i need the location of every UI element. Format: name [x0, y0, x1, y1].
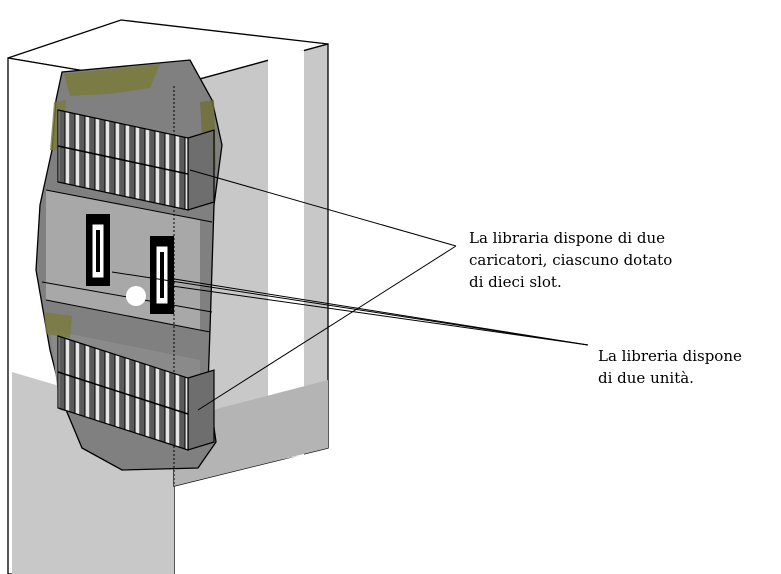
magazine-bottom-divider [57, 371, 189, 415]
light-spot [126, 286, 146, 306]
leader-drives-3 [171, 285, 589, 346]
cabinet-right-lower [174, 380, 328, 486]
olive-tint-top [64, 64, 160, 96]
leader-drives-2 [167, 277, 589, 346]
callout-drives: La libreria dispone di due unità. [598, 347, 742, 387]
callout-cartridges: La libraria dispone di due caricatori, c… [469, 229, 673, 291]
olive-tint-mid [44, 312, 72, 338]
bay-line-3 [45, 299, 211, 333]
drive-right-slot-inner [160, 252, 164, 298]
leader-cartridges-top [189, 169, 457, 247]
cabinet-right-stripe [268, 50, 304, 462]
bay-line-1 [45, 189, 213, 223]
magazine-top-divider [57, 145, 189, 175]
magazine-bottom-side [187, 369, 215, 451]
leader-cartridges-bottom [197, 245, 457, 411]
drive-left-slot-inner [96, 230, 100, 272]
magazine-top-side [187, 129, 215, 211]
